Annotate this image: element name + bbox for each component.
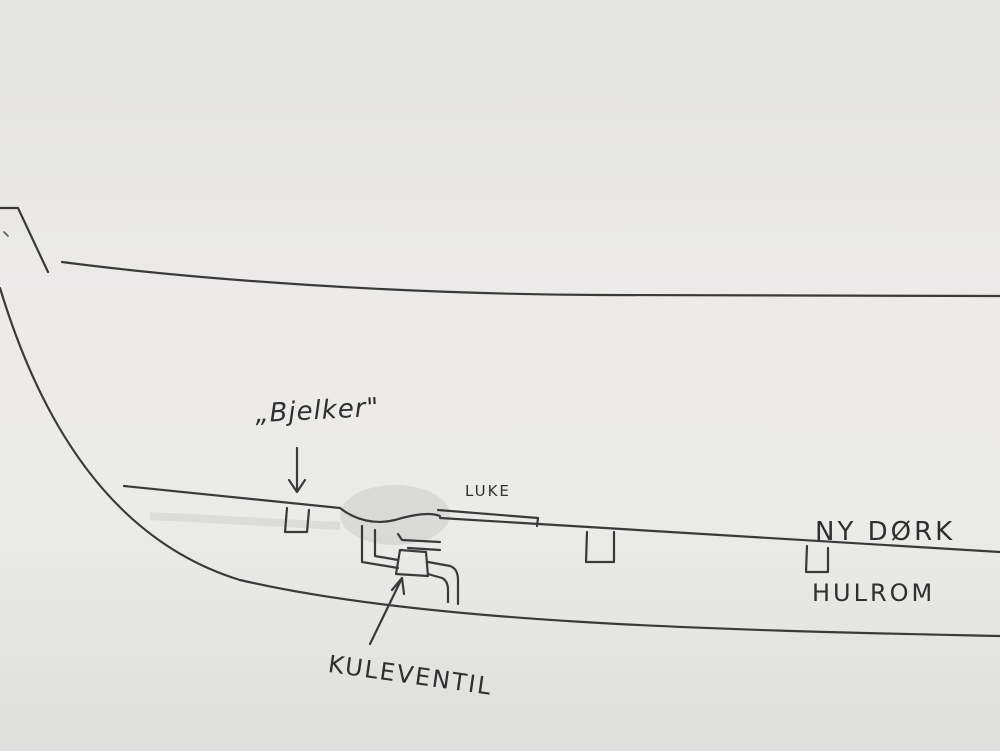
beam-3 [804,544,830,574]
graphite-smudge [340,485,450,545]
label-bjelker: „Bjelker" [254,392,381,430]
hull-bottom-line [0,286,1000,638]
pipe-right [426,560,460,606]
stem-top [0,206,50,274]
label-hulrom: HULROM [812,579,936,607]
kuleventil-arrow [368,576,406,646]
hatch-lid [436,508,540,528]
ball-valve [394,548,430,578]
beam-2 [584,530,616,564]
pipe-left [360,524,400,570]
floor-line-left [122,484,342,510]
bjelker-arrow [287,446,307,494]
floor-shading [150,512,340,530]
floor-bump [338,506,442,524]
beam-1 [283,506,311,534]
stem-tick [3,231,9,237]
pipe-top [396,532,442,552]
label-luke: LUKE [465,482,511,500]
deck-line [60,260,1000,298]
floor-line-right [438,516,1000,554]
label-ny-dork: NY DØRK [815,517,956,547]
